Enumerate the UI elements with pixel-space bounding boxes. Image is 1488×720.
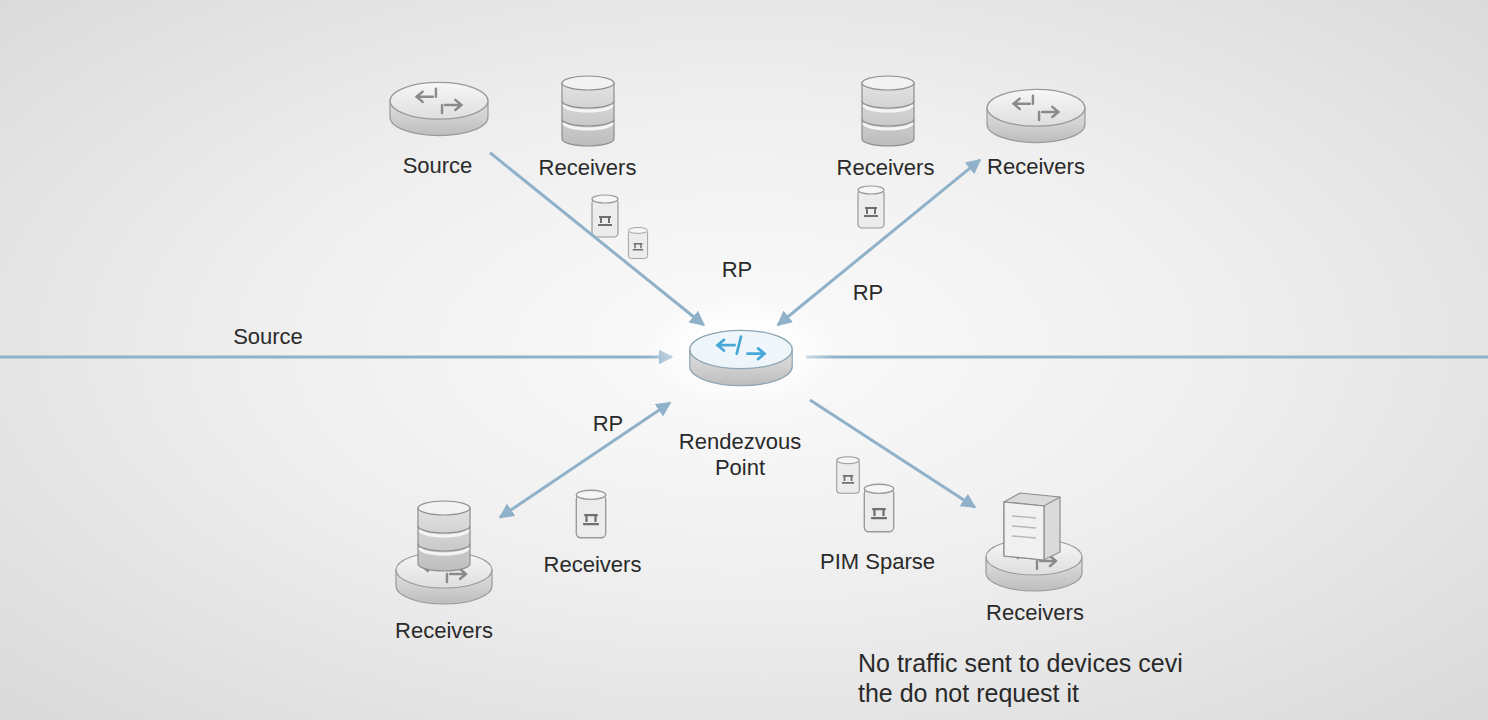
- server-node: Receivers: [828, 72, 943, 180]
- edge-label: RP: [593, 411, 624, 437]
- node-label: Rendezvous Point: [670, 429, 810, 480]
- router-node: Source: [385, 78, 490, 178]
- device-node: PIM Sparse: [810, 452, 945, 574]
- device-icon: [592, 195, 618, 237]
- multicast-link: [778, 160, 980, 325]
- router-node: Receivers: [975, 490, 1095, 625]
- router-with-server: [986, 493, 1082, 591]
- rendezvous-point: Rendezvous Point: [670, 325, 810, 480]
- router-with-database: [396, 501, 492, 604]
- device-icon: [628, 227, 647, 258]
- device-icon: [837, 457, 860, 494]
- edge-label: RP: [853, 280, 884, 306]
- router-node: Receivers: [980, 84, 1092, 179]
- node-label: PIM Sparse: [820, 549, 935, 574]
- router-icon: [987, 89, 1085, 142]
- multicast-link: [810, 400, 975, 507]
- node-label: Receivers: [544, 552, 642, 577]
- node-label: Receivers: [539, 155, 637, 180]
- node-label: Source: [403, 153, 473, 178]
- rp-router-icon: [690, 330, 792, 385]
- node-label: Receivers: [395, 618, 493, 643]
- multicast-link: [500, 403, 670, 518]
- router-icon: [390, 82, 488, 135]
- server-stack-icon: [862, 76, 914, 146]
- free-label: Source: [233, 324, 303, 350]
- rp-glow: [646, 297, 836, 407]
- device-node: Receivers: [535, 485, 650, 577]
- node-label: Receivers: [987, 154, 1085, 179]
- free-label: RP: [722, 257, 753, 283]
- node-label: Receivers: [986, 600, 1084, 625]
- device-icon: [576, 490, 605, 537]
- node-label: Receivers: [837, 155, 935, 180]
- device-icon: [864, 484, 893, 531]
- server-node: Receivers: [530, 72, 645, 180]
- note-text: No traffic sent to devices cevi the do n…: [858, 648, 1188, 708]
- multicast-link: [490, 153, 704, 325]
- device-icon: [858, 186, 884, 228]
- server-stack-icon: [562, 76, 614, 146]
- router-node: Receivers: [388, 498, 500, 643]
